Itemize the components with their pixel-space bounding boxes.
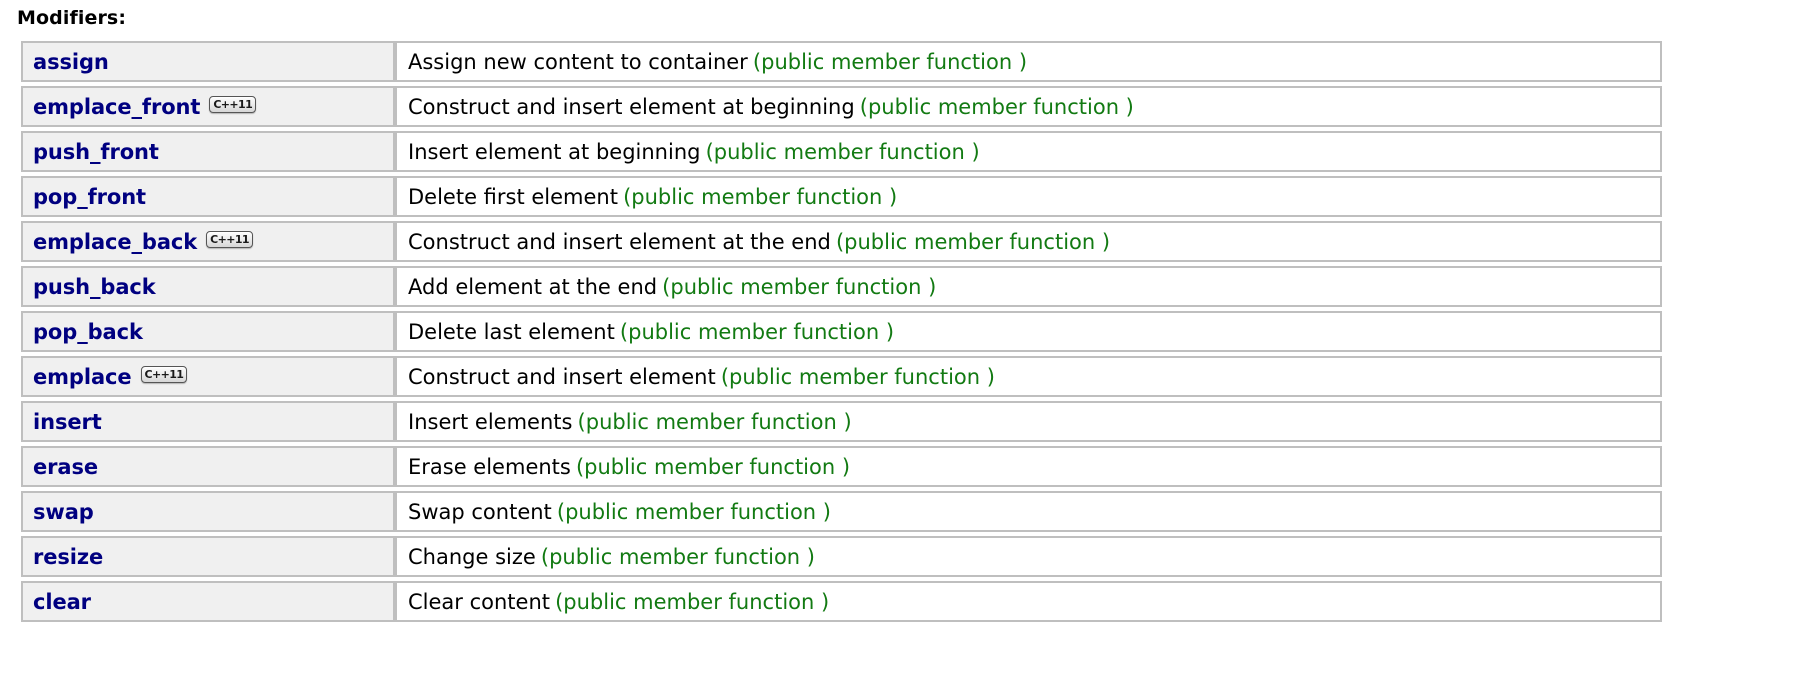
member-description: Assign new content to container bbox=[408, 49, 748, 74]
member-description: Add element at the end bbox=[408, 274, 658, 299]
member-name-cell: emplace C++11 bbox=[21, 356, 395, 397]
member-link-resize[interactable]: resize bbox=[33, 544, 104, 569]
member-link-swap[interactable]: swap bbox=[33, 499, 94, 524]
member-description-cell: Delete first element (public member func… bbox=[395, 176, 1662, 217]
member-kind-label: (public member function ) bbox=[662, 274, 937, 299]
member-link-pop_back[interactable]: pop_back bbox=[33, 319, 143, 344]
member-name-cell: pop_front bbox=[21, 176, 395, 217]
table-row: emplace_front C++11 Construct and insert e… bbox=[21, 86, 1662, 127]
member-description-cell: Construct and insert element (public mem… bbox=[395, 356, 1662, 397]
member-link-push_front[interactable]: push_front bbox=[33, 139, 159, 164]
member-link-emplace_back[interactable]: emplace_back bbox=[33, 229, 198, 254]
member-link-push_back[interactable]: push_back bbox=[33, 274, 156, 299]
member-link-pop_front[interactable]: pop_front bbox=[33, 184, 147, 209]
member-name-cell: resize bbox=[21, 536, 395, 577]
table-row: resize Change size (public member functio… bbox=[21, 536, 1662, 577]
table-row: swap Swap content (public member function… bbox=[21, 491, 1662, 532]
member-kind-label: (public member function ) bbox=[752, 49, 1028, 74]
table-row: erase Erase elements (public member funct… bbox=[21, 446, 1662, 487]
member-description-cell: Insert element at beginning (public memb… bbox=[395, 131, 1662, 172]
member-description-cell: Insert elements (public member function … bbox=[395, 401, 1662, 442]
member-kind-label: (public member function ) bbox=[623, 184, 898, 209]
table-row: emplace_back C++11 Construct and insert el… bbox=[21, 221, 1662, 262]
member-description: Delete first element bbox=[408, 184, 618, 209]
table-row: push_back Add element at the end (public … bbox=[21, 266, 1662, 307]
member-function-table: assign Assign new content to container (p… bbox=[21, 37, 1662, 626]
member-link-erase[interactable]: erase bbox=[33, 454, 99, 479]
member-description-cell: Assign new content to container (public … bbox=[395, 41, 1662, 82]
member-kind-label: (public member function ) bbox=[619, 319, 895, 344]
member-kind-label: (public member function ) bbox=[835, 229, 1111, 254]
member-link-assign[interactable]: assign bbox=[33, 49, 109, 74]
member-name-cell: erase bbox=[21, 446, 395, 487]
member-name-cell: emplace_front C++11 bbox=[21, 86, 395, 127]
member-description: Insert element at beginning bbox=[408, 139, 701, 164]
table-row: assign Assign new content to container (p… bbox=[21, 41, 1662, 82]
member-description: Erase elements bbox=[408, 454, 571, 479]
cpp11-badge-icon: C++11 bbox=[140, 366, 188, 383]
member-kind-label: (public member function ) bbox=[859, 94, 1134, 119]
member-description: Clear content bbox=[408, 589, 550, 614]
member-function-table-body: assign Assign new content to container (p… bbox=[21, 41, 1662, 622]
member-description: Construct and insert element at beginnin… bbox=[408, 94, 855, 119]
table-row: insert Insert elements (public member fun… bbox=[21, 401, 1662, 442]
cpp11-badge-icon: C++11 bbox=[206, 231, 253, 248]
member-name-cell: clear bbox=[21, 581, 395, 622]
member-name-cell: assign bbox=[21, 41, 395, 82]
table-row: pop_front Delete first element (public me… bbox=[21, 176, 1662, 217]
member-description: Change size bbox=[408, 544, 536, 569]
member-description: Construct and insert element at the end bbox=[408, 229, 831, 254]
member-kind-label: (public member function ) bbox=[720, 364, 995, 389]
member-description-cell: Erase elements (public member function ) bbox=[395, 446, 1662, 487]
member-description-cell: Swap content (public member function ) bbox=[395, 491, 1662, 532]
member-name-cell: push_front bbox=[21, 131, 395, 172]
member-name-cell: insert bbox=[21, 401, 395, 442]
member-description-cell: Construct and insert element at beginnin… bbox=[395, 86, 1662, 127]
member-name-cell: push_back bbox=[21, 266, 395, 307]
member-description-cell: Construct and insert element at the end … bbox=[395, 221, 1662, 262]
member-description-cell: Change size (public member function ) bbox=[395, 536, 1662, 577]
member-link-insert[interactable]: insert bbox=[33, 409, 102, 434]
member-kind-label: (public member function ) bbox=[577, 409, 852, 434]
member-kind-label: (public member function ) bbox=[555, 589, 830, 614]
page-title: Modifiers: bbox=[17, 7, 127, 29]
member-description-cell: Add element at the end (public member fu… bbox=[395, 266, 1662, 307]
member-description: Swap content bbox=[408, 499, 552, 524]
member-name-cell: swap bbox=[21, 491, 395, 532]
member-description: Insert elements bbox=[408, 409, 573, 434]
member-description: Construct and insert element bbox=[408, 364, 716, 389]
member-name-cell: pop_back bbox=[21, 311, 395, 352]
table-row: push_front Insert element at beginning (p… bbox=[21, 131, 1662, 172]
member-description-cell: Delete last element (public member funct… bbox=[395, 311, 1662, 352]
member-description: Delete last element bbox=[408, 319, 615, 344]
member-kind-label: (public member function ) bbox=[540, 544, 815, 569]
member-kind-label: (public member function ) bbox=[705, 139, 980, 164]
table-row: pop_back Delete last element (public memb… bbox=[21, 311, 1662, 352]
member-kind-label: (public member function ) bbox=[575, 454, 851, 479]
member-description-cell: Clear content (public member function ) bbox=[395, 581, 1662, 622]
member-name-cell: emplace_back C++11 bbox=[21, 221, 395, 262]
cpp11-badge-icon: C++11 bbox=[209, 96, 257, 113]
member-link-clear[interactable]: clear bbox=[33, 589, 91, 614]
member-link-emplace_front[interactable]: emplace_front bbox=[33, 94, 201, 119]
table-row: emplace C++11 Construct and insert element… bbox=[21, 356, 1662, 397]
table-row: clear Clear content (public member functi… bbox=[21, 581, 1662, 622]
member-kind-label: (public member function ) bbox=[556, 499, 831, 524]
member-link-emplace[interactable]: emplace bbox=[33, 364, 132, 389]
